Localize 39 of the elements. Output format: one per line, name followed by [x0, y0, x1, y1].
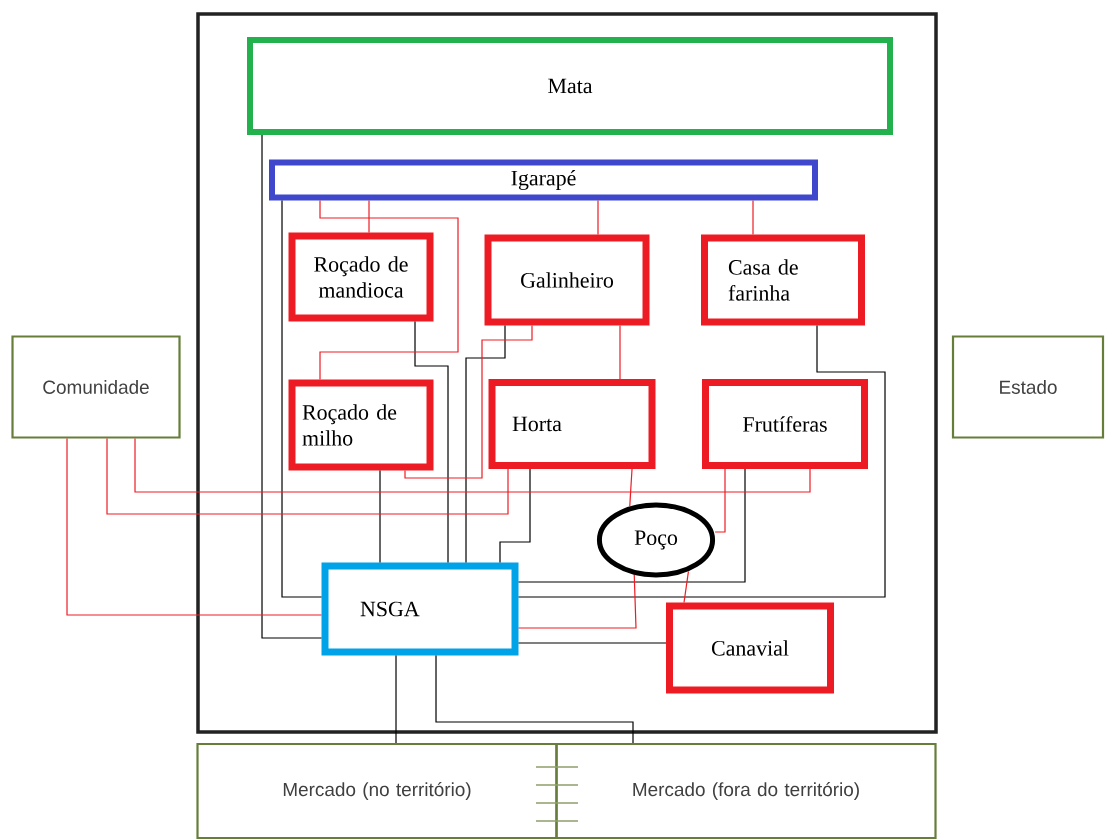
connector-line [106, 438, 509, 515]
label-box: Mata [247, 37, 893, 135]
boundary-frame [196, 12, 938, 734]
connector-line [517, 642, 667, 644]
label-box: Horta [488, 379, 656, 469]
label-box: Casa de farinha [701, 234, 865, 326]
label-box: Galinheiro [484, 234, 650, 326]
label-box: Roçado de milho [288, 379, 434, 471]
connector-line [134, 438, 811, 493]
connector-line [281, 199, 323, 598]
label-box: Mercado (no território) [196, 742, 558, 839]
connector-line [465, 324, 506, 564]
connector-line [752, 199, 754, 236]
label-box: Canavial [666, 602, 834, 694]
label-box: Comunidade [11, 335, 181, 439]
connector-line [66, 438, 323, 616]
connector-line [499, 468, 531, 564]
label-box: Frutíferas [702, 379, 868, 469]
connector-line [517, 324, 886, 598]
connector-line [261, 134, 323, 639]
connector-line [714, 468, 726, 533]
connector-line [517, 468, 746, 583]
connector-line [629, 468, 633, 507]
label-box: Igarapé [269, 159, 818, 201]
connector-line [435, 654, 634, 744]
connector-line [683, 570, 690, 604]
connector-line [404, 324, 533, 479]
connector-line [619, 324, 621, 380]
label-box: Estado [951, 335, 1105, 439]
connector-line [597, 199, 599, 236]
label-box: Roçado de mandioca [288, 232, 434, 322]
label-box: NSGA [321, 562, 519, 656]
connector-line [414, 320, 449, 564]
connector-line [319, 199, 459, 381]
connector-line [395, 654, 397, 744]
connector-line [517, 574, 637, 629]
connector-line [379, 469, 381, 564]
label-box: Mercado (fora do território) [555, 742, 937, 839]
connector-line [368, 199, 370, 234]
